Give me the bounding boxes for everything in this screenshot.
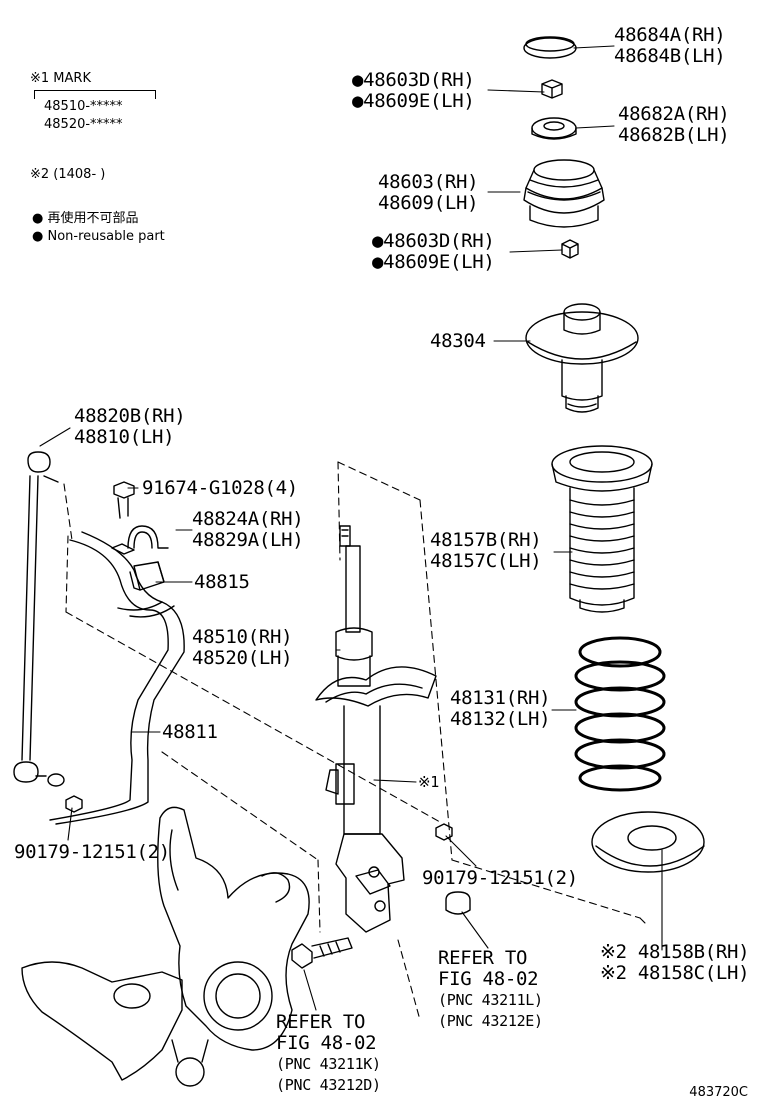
lock-nut-bottom [561, 239, 579, 259]
label-48603d-top: ●48603D(RH)●48609E(LH) [352, 69, 475, 112]
stabilizer-outline [63, 483, 441, 933]
dust-boot [551, 445, 653, 613]
label-90179-right: 90179-12151(2) [422, 867, 578, 889]
mark-line-2: 48520-***** [44, 117, 123, 132]
label-48682: 48682A(RH)48682B(LH) [618, 103, 730, 146]
label-48131: 48131(RH)48132(LH) [450, 687, 551, 730]
lock-nut-top [541, 79, 563, 99]
coil-spring [574, 636, 666, 792]
refer-note-left: REFER TO FIG 48-02 (PNC 43211K) (PNC 432… [276, 1011, 381, 1095]
lower-arm [21, 961, 209, 1087]
stabilizer-bar [47, 531, 185, 825]
stabilizer-link [13, 451, 59, 783]
bushing [129, 561, 165, 591]
shock-absorber-strut [315, 525, 437, 933]
upper-support [523, 159, 605, 228]
bearing [531, 117, 577, 139]
spring-insulator [591, 811, 705, 873]
label-91674: 91674-G1028(4) [142, 477, 298, 499]
label-48304: 48304 [430, 330, 486, 352]
nonreusable-en: ● Non-reusable part [32, 229, 165, 244]
spring-seat [525, 303, 639, 413]
flange-nut [445, 891, 471, 915]
label-48811: 48811 [162, 721, 218, 743]
label-48824: 48824A(RH)48829A(LH) [192, 508, 304, 551]
figure-number: 483720C [689, 1085, 748, 1100]
stabilizer-bracket [111, 525, 169, 555]
refer-note-right: REFER TO FIG 48-02 (PNC 43211L) (PNC 432… [438, 947, 543, 1031]
label-48603: 48603(RH)48609(LH) [378, 171, 479, 214]
label-48158: ※2 48158B(RH)※2 48158C(LH) [600, 941, 750, 984]
label-48820: 48820B(RH)48810(LH) [74, 405, 186, 448]
dust-cap [523, 37, 577, 59]
strut-assembly-outline [337, 461, 649, 1021]
knuckle-bolt [291, 937, 353, 969]
leader-lines [39, 45, 663, 1011]
nut-left [65, 795, 83, 813]
label-48157: 48157B(RH)48157C(LH) [430, 529, 542, 572]
bracket-bolt [113, 481, 135, 519]
mark-title: ※1 MARK [30, 71, 91, 86]
label-mark1: ※1 [418, 773, 439, 791]
mark-bracket [34, 90, 156, 99]
label-48603d-bottom: ●48603D(RH)●48609E(LH) [372, 230, 495, 273]
label-90179-left: 90179-12151(2) [14, 841, 170, 863]
date-note: ※2 (1408- ) [30, 167, 106, 182]
nonreusable-jp: ● 再使用不可部品 [32, 211, 139, 226]
label-48510: 48510(RH)48520(LH) [192, 626, 293, 669]
steering-knuckle [157, 806, 310, 1051]
label-48815: 48815 [194, 571, 250, 593]
label-48684: 48684A(RH)48684B(LH) [614, 24, 726, 67]
mark-line-1: 48510-***** [44, 99, 123, 114]
nut-right [435, 823, 453, 841]
